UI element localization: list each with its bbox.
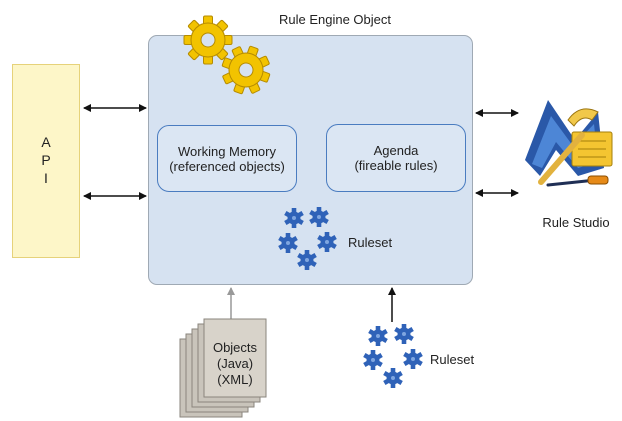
api-label: A P I xyxy=(12,133,80,187)
api-letter-a: A xyxy=(41,134,51,150)
objects-line-1: Objects xyxy=(212,340,258,355)
ruleset-gears-icon xyxy=(278,207,337,270)
working-memory-title: Working Memory xyxy=(177,143,276,159)
api-box xyxy=(12,64,80,258)
document-stack-icon xyxy=(179,318,267,418)
working-memory-box: Working Memory (referenced objects) xyxy=(157,125,297,192)
objects-line-2: (Java) xyxy=(216,356,254,371)
rule-engine-title: Rule Engine Object xyxy=(278,12,391,27)
api-letter-p: P xyxy=(41,152,51,168)
agenda-box: Agenda (fireable rules) xyxy=(326,124,466,192)
objects-line-3: (XML) xyxy=(217,372,253,387)
rule-studio-tools-icon xyxy=(525,100,613,187)
ruleset-label: Ruleset xyxy=(348,235,393,250)
agenda-title: Agenda xyxy=(373,143,419,158)
agenda-subtitle: (fireable rules) xyxy=(354,158,438,173)
working-memory-subtitle: (referenced objects) xyxy=(169,158,285,174)
api-letter-i: I xyxy=(44,170,48,186)
rule-studio-label: Rule Studio xyxy=(542,215,610,230)
gears-icon xyxy=(183,15,278,102)
external-ruleset-gears-icon xyxy=(363,324,423,388)
objects-label: Objects (Java) (XML) xyxy=(204,340,266,388)
external-ruleset-label: Ruleset xyxy=(430,352,475,367)
